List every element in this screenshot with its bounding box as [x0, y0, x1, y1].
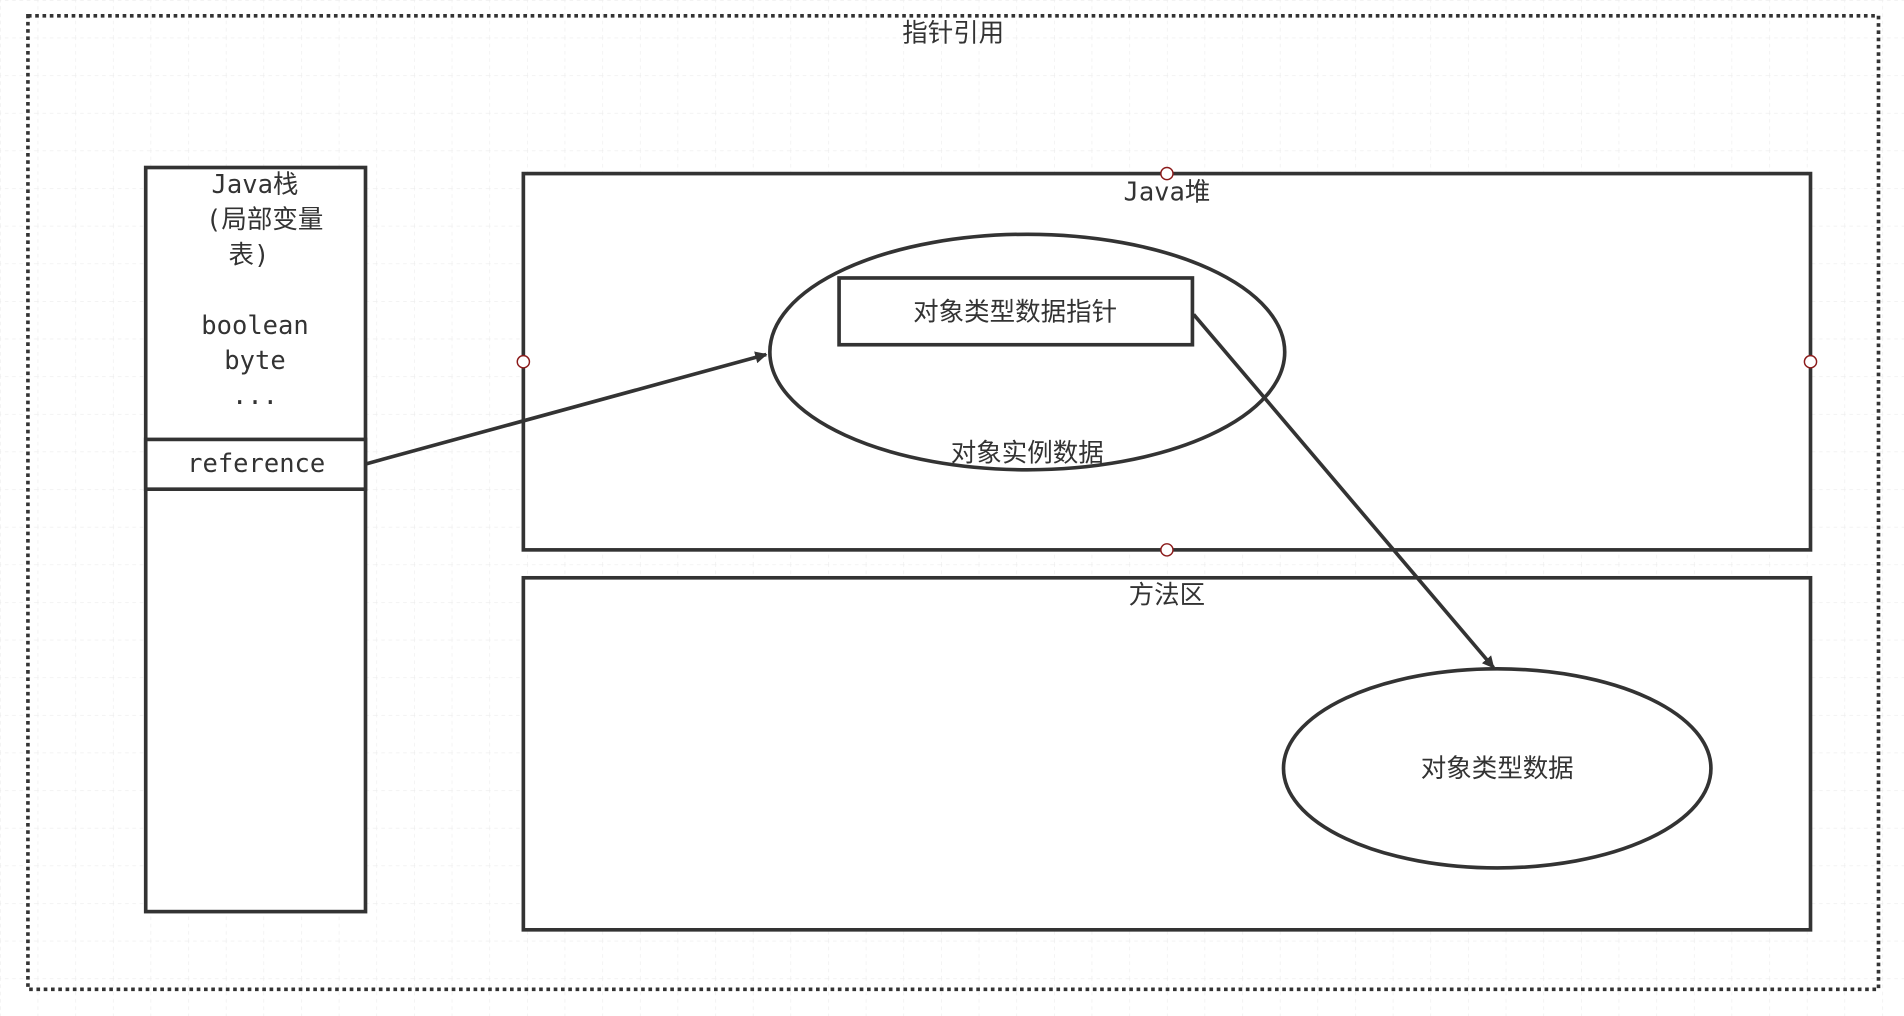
heap-title: Java堆 — [1123, 177, 1210, 207]
pointer-to-type-data-arrow[interactable] — [1192, 313, 1495, 669]
method-area[interactable]: 方法区 — [521, 575, 1813, 932]
stack-title-line3: 表) — [229, 240, 270, 270]
type-data-pointer[interactable]: 对象类型数据指针 — [837, 276, 1195, 347]
reference-slot[interactable]: reference — [143, 437, 368, 492]
stack-item-ellipsis: ... — [232, 381, 278, 411]
reference-label: reference — [187, 449, 325, 479]
stack-item-boolean: boolean — [201, 311, 308, 341]
stack-item-byte: byte — [224, 346, 285, 376]
stack-title-line1: Java栈 — [212, 170, 299, 200]
object-instance-data[interactable]: 对象实例数据 — [768, 232, 1287, 472]
stack-title-line2: (局部变量 — [206, 205, 323, 235]
reference-to-instance-arrow[interactable] — [366, 351, 768, 466]
handle-bottom[interactable] — [1160, 543, 1174, 557]
handle-top[interactable] — [1160, 166, 1174, 181]
selection-handles[interactable] — [516, 166, 1818, 557]
method-area-title: 方法区 — [1129, 580, 1205, 610]
type-data-label: 对象类型数据 — [1421, 754, 1574, 784]
handle-right[interactable] — [1803, 354, 1818, 369]
java-stack[interactable]: Java栈 (局部变量 表) boolean byte ... — [143, 165, 368, 914]
pointer-reference-group[interactable] — [26, 13, 1881, 992]
object-type-data[interactable]: 对象类型数据 — [1281, 667, 1713, 870]
handle-left[interactable] — [516, 354, 531, 369]
instance-data-label: 对象实例数据 — [951, 438, 1104, 468]
group-title: 指针引用 — [902, 18, 1004, 48]
pointer-label: 对象类型数据指针 — [913, 297, 1117, 327]
